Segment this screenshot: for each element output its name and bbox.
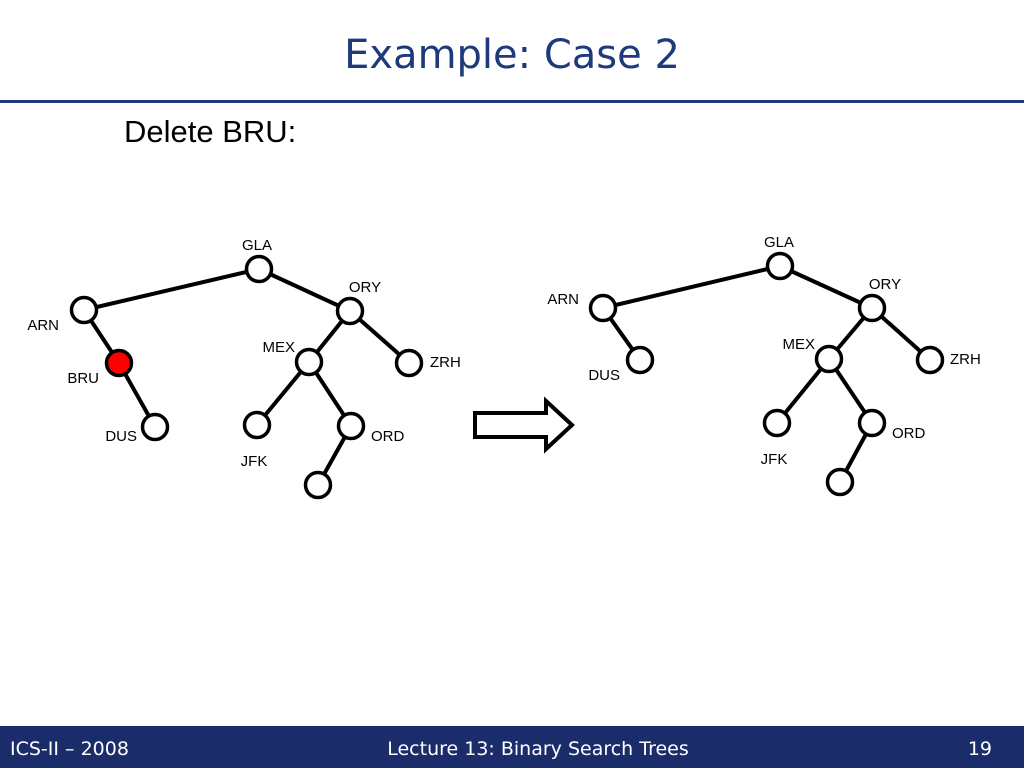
node-label-bru: BRU [67, 370, 99, 387]
node-label-dus: DUS [105, 428, 137, 445]
footer-lecture-title: Lecture 13: Binary Search Trees [387, 738, 689, 760]
node-label-ory: ORY [869, 276, 901, 293]
node-label-ord: ORD [371, 428, 405, 445]
tree-node-mex [814, 344, 844, 374]
tree-node-jfk-child [825, 467, 855, 497]
node-label-gla: GLA [242, 237, 272, 254]
tree-node-jfk-child [303, 470, 333, 500]
tree-after: GLA ARN ORY DUS MEX ZRH JFK ORD [547, 234, 981, 497]
footer-page-number: 19 [967, 738, 992, 760]
node-label-arn: ARN [547, 291, 579, 308]
bst-diagram: GLA ARN ORY BRU DUS MEX ZRH JFK ORD GLA ARN ORY DUS… [27, 234, 981, 500]
tree-node-arn [588, 293, 618, 323]
node-label-arn: ARN [27, 317, 59, 334]
tree-node-zrh [394, 348, 424, 378]
node-label-gla: GLA [764, 234, 794, 251]
node-label-mex: MEX [782, 336, 815, 353]
node-label-ory: ORY [349, 279, 381, 296]
right-arrow-icon [473, 396, 575, 454]
title-divider [0, 100, 1024, 103]
tree-before: GLA ARN ORY BRU DUS MEX ZRH JFK ORD [27, 237, 461, 500]
tree-node-dus [625, 345, 655, 375]
tree-node-gla [765, 251, 795, 281]
tree-node-bru [104, 348, 134, 378]
slide-subtitle: Delete BRU: [124, 114, 297, 149]
tree-node-zrh [915, 345, 945, 375]
footer-course: ICS-II – 2008 [10, 738, 129, 760]
tree-node-jfk [242, 410, 272, 440]
tree-node-arn [69, 295, 99, 325]
tree-node-ory [857, 293, 887, 323]
footer-bar: ICS-II – 2008 Lecture 13: Binary Search … [0, 726, 1024, 768]
tree-node-dus [140, 412, 170, 442]
tree-node-ord [336, 411, 366, 441]
tree-node-ory [335, 296, 365, 326]
node-label-dus: DUS [588, 367, 620, 384]
tree-node-gla [244, 254, 274, 284]
node-label-jfk: JFK [761, 451, 788, 468]
node-label-zrh: ZRH [950, 351, 981, 368]
node-label-zrh: ZRH [430, 354, 461, 371]
tree-edge-gla-arn [83, 267, 260, 312]
tree-node-mex [294, 347, 324, 377]
node-label-ord: ORD [892, 425, 926, 442]
node-label-mex: MEX [262, 339, 295, 356]
tree-node-jfk [762, 408, 792, 438]
tree-edge-gla-ory [258, 267, 351, 313]
tree-node-ord [857, 408, 887, 438]
tree-edge-gla-arn [602, 264, 781, 310]
tree-edge-gla-ory [779, 264, 873, 310]
node-label-jfk: JFK [241, 453, 268, 470]
slide-title: Example: Case 2 [344, 32, 680, 78]
